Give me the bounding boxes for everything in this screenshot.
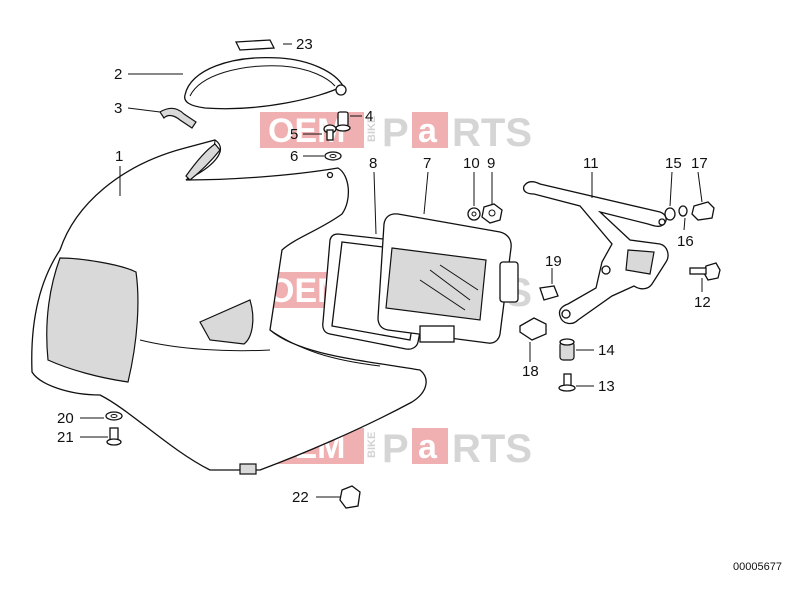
part-16-spring-washer [678, 205, 688, 217]
callout-14: 14 [598, 342, 615, 359]
callout-22: 22 [292, 489, 309, 506]
callout-17: 17 [691, 155, 708, 172]
watermark-rts: RTS [452, 111, 532, 155]
callout-1: 1 [115, 148, 123, 165]
part-7-headlight [377, 213, 519, 344]
diagram-reference-number: 00005677 [733, 561, 782, 573]
callout-18: 18 [522, 363, 539, 380]
callout-20: 20 [57, 410, 74, 427]
callout-8: 8 [369, 155, 377, 172]
watermark-a: a [418, 112, 438, 150]
part-2-windscreen [184, 56, 347, 110]
part-13-bolt [558, 373, 576, 392]
callout-2: 2 [114, 66, 122, 83]
part-3-seal-strip [159, 107, 197, 129]
part-23-sticker [234, 39, 276, 51]
part-17-nut [691, 201, 715, 221]
callout-5: 5 [290, 126, 298, 143]
part-1-fairing [31, 139, 427, 475]
callout-6: 6 [290, 148, 298, 165]
callout-12: 12 [694, 294, 711, 311]
callout-labels: 23 2 3 4 5 6 1 8 7 10 9 11 15 17 16 12 1… [57, 36, 711, 506]
part-9-nut [481, 203, 503, 224]
part-14-rubber-mount [559, 338, 575, 361]
part-6-washer [324, 151, 342, 161]
part-20-washer [105, 411, 123, 421]
callout-15: 15 [665, 155, 682, 172]
callout-21: 21 [57, 429, 74, 446]
svg-text:BIKE: BIKE [366, 432, 378, 458]
callout-3: 3 [114, 100, 122, 117]
callout-23: 23 [296, 36, 313, 53]
callout-7: 7 [423, 155, 431, 172]
part-22-grommet [339, 485, 361, 509]
callout-10: 10 [463, 155, 480, 172]
callout-9: 9 [487, 155, 495, 172]
callout-13: 13 [598, 378, 615, 395]
svg-text:RTS: RTS [452, 427, 532, 471]
part-4-well-nut [335, 111, 351, 132]
callout-4: 4 [365, 108, 373, 125]
watermark-p: P [382, 111, 409, 155]
part-12-bolt [689, 262, 721, 281]
callout-11: 11 [583, 155, 599, 172]
callout-16: 16 [677, 233, 694, 250]
part-5-screw [323, 124, 337, 141]
svg-text:P: P [382, 427, 409, 471]
part-10-washer [467, 207, 481, 221]
watermark-bike: BIKE [366, 116, 378, 142]
part-21-screw [106, 427, 122, 446]
watermark-top: OEM BIKE P a RTS [260, 111, 532, 155]
leader-lines [80, 43, 703, 498]
part-18-clip [519, 317, 547, 341]
part-15-washer [664, 207, 676, 221]
svg-text:a: a [418, 428, 438, 466]
callout-19: 19 [545, 253, 562, 270]
part-19-clip-nut [539, 285, 559, 301]
